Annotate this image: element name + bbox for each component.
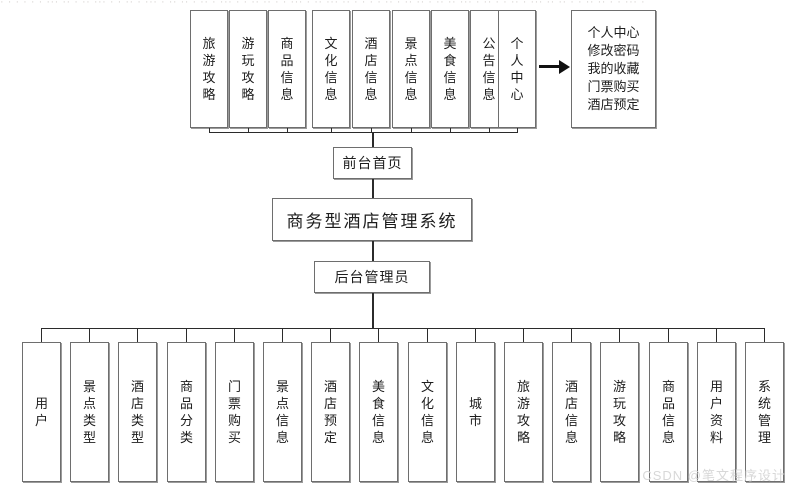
connector-stub (330, 328, 331, 342)
connector-root-to-admin (372, 241, 374, 261)
connector-stub (764, 328, 765, 342)
connector-front-home-to-root (372, 179, 374, 198)
admin-menu-item-label: 酒店预定 (324, 379, 338, 445)
admin-menu-item-user-profile[interactable]: 用户资料 (697, 342, 736, 482)
personal-center-row: 修改密码 (587, 43, 640, 58)
personal-center-arrow-head (559, 60, 570, 74)
front-menu-item-label: 个人中心 (510, 36, 524, 102)
connector-stub (209, 128, 210, 132)
admin-menu-item-hotel-booking[interactable]: 酒店预定 (311, 342, 350, 482)
admin-menu-item-scenic-type[interactable]: 景点类型 (70, 342, 109, 482)
front-menu-bus (209, 132, 518, 133)
admin-menu-item-product-category[interactable]: 商品分类 (167, 342, 206, 482)
admin-menu-item-culture-info[interactable]: 文化信息 (408, 342, 447, 482)
connector-stub (427, 328, 428, 342)
admin-menu-item-label: 景点信息 (276, 379, 290, 445)
admin-menu-item-label: 美食信息 (372, 379, 386, 445)
personal-center-row: 酒店预定 (587, 97, 640, 112)
connector-stub (475, 328, 476, 342)
connector-stub (234, 328, 235, 342)
root-system-box[interactable]: 商务型酒店管理系统 (272, 198, 472, 241)
admin-menu-item-hotel-type[interactable]: 酒店类型 (118, 342, 157, 482)
connector-stub (523, 328, 524, 342)
connector-stub (331, 128, 332, 132)
front-menu-item-label: 公告信息 (482, 36, 496, 102)
front-menu-item-play-guide[interactable]: 游玩攻略 (229, 10, 267, 128)
connector-stub (450, 128, 451, 132)
personal-center-panel[interactable]: 个人中心 修改密码 我的收藏 门票购买 酒店预定 (571, 10, 656, 128)
front-menu-item-hotel-info[interactable]: 酒店信息 (352, 10, 390, 128)
front-menu-item-label: 商品信息 (280, 36, 294, 102)
connector-admin-to-bus (372, 293, 374, 328)
front-menu-item-culture-info[interactable]: 文化信息 (312, 10, 350, 128)
admin-menu-item-scenic-info[interactable]: 景点信息 (263, 342, 302, 482)
front-menu-item-label: 酒店信息 (364, 36, 378, 102)
connector-stub (668, 328, 669, 342)
admin-menu-item-label: 用户资料 (710, 379, 724, 445)
personal-center-row: 我的收藏 (587, 61, 640, 76)
connector-stub (41, 328, 42, 342)
admin-menu-item-hotel-info[interactable]: 酒店信息 (552, 342, 591, 482)
admin-menu-item-label: 系统管理 (758, 379, 772, 445)
personal-center-arrow-shaft (539, 65, 561, 68)
admin-menu-item-label: 用户 (35, 396, 49, 428)
front-menu-item-product-info[interactable]: 商品信息 (268, 10, 306, 128)
admin-menu-item-label: 游玩攻略 (613, 379, 627, 445)
connector-stub (89, 328, 90, 342)
front-menu-item-label: 景点信息 (404, 36, 418, 102)
front-menu-item-label: 文化信息 (324, 36, 338, 102)
admin-menu-bus (41, 328, 764, 329)
admin-menu-item-user[interactable]: 用户 (22, 342, 61, 482)
connector-bus-to-front-home (372, 132, 374, 147)
admin-menu-item-label: 文化信息 (421, 379, 435, 445)
admin-menu-item-label: 商品信息 (662, 379, 676, 445)
connector-stub (137, 328, 138, 342)
admin-menu-item-travel-guide[interactable]: 旅游攻略 (504, 342, 543, 482)
front-menu-item-label: 游玩攻略 (241, 36, 255, 102)
admin-menu-item-food-info[interactable]: 美食信息 (359, 342, 398, 482)
connector-stub (489, 128, 490, 132)
admin-menu-item-ticket-purchase[interactable]: 门票购买 (215, 342, 254, 482)
admin-menu-item-label: 城市 (469, 396, 483, 428)
admin-menu-item-label: 门票购买 (228, 379, 242, 445)
connector-stub (378, 328, 379, 342)
personal-center-row: 门票购买 (587, 79, 640, 94)
front-menu-item-food-info[interactable]: 美食信息 (431, 10, 469, 128)
front-menu-item-travel-guide[interactable]: 旅游攻略 (190, 10, 228, 128)
connector-stub (287, 128, 288, 132)
connector-stub (517, 128, 518, 132)
admin-menu-item-play-guide[interactable]: 游玩攻略 (600, 342, 639, 482)
front-menu-item-scenic-info[interactable]: 景点信息 (392, 10, 430, 128)
personal-center-row: 个人中心 (587, 25, 640, 40)
admin-menu-item-label: 酒店信息 (565, 379, 579, 445)
connector-stub (282, 328, 283, 342)
connector-stub (571, 328, 572, 342)
admin-menu-item-label: 旅游攻略 (517, 379, 531, 445)
admin-menu-item-system-management[interactable]: 系统管理 (745, 342, 784, 482)
root-system-label: 商务型酒店管理系统 (286, 212, 458, 231)
connector-stub (411, 128, 412, 132)
top-edge-artifact: · · · · · · ··· ·· · ·· ··· · · ·· · ···… (0, 0, 802, 5)
front-home-label: 前台首页 (342, 155, 403, 171)
admin-menu-item-label: 商品分类 (180, 379, 194, 445)
connector-stub (186, 328, 187, 342)
connector-stub (716, 328, 717, 342)
admin-menu-item-city[interactable]: 城市 (456, 342, 495, 482)
admin-menu-item-label: 景点类型 (83, 379, 97, 445)
front-menu-item-label: 旅游攻略 (202, 36, 216, 102)
front-menu-item-personal-center[interactable]: 个人中心 (498, 10, 536, 128)
admin-menu-item-label: 酒店类型 (131, 379, 145, 445)
connector-stub (371, 128, 372, 132)
front-menu-item-label: 美食信息 (443, 36, 457, 102)
admin-label: 后台管理员 (334, 269, 410, 285)
front-home-box[interactable]: 前台首页 (333, 147, 412, 179)
admin-menu-item-product-info[interactable]: 商品信息 (649, 342, 688, 482)
connector-stub (248, 128, 249, 132)
connector-stub (619, 328, 620, 342)
admin-box[interactable]: 后台管理员 (314, 261, 430, 293)
